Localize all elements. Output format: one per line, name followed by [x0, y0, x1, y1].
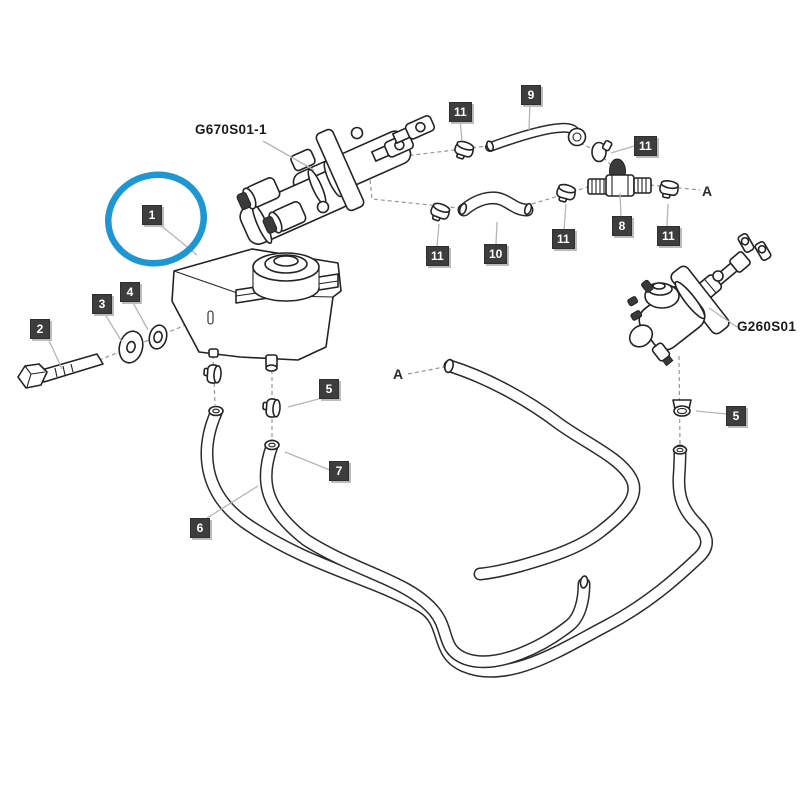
clamp-11-d	[554, 182, 578, 205]
assembly-code-g260[interactable]: G260S01	[737, 319, 797, 334]
hose-10	[457, 191, 534, 217]
clutch-cylinder-g260	[627, 233, 772, 367]
callout-8[interactable]: 8	[612, 216, 632, 236]
grommet-5-right	[672, 399, 692, 417]
hose-9	[485, 122, 587, 152]
callout-5-left[interactable]: 5	[319, 379, 339, 399]
callout-11-e[interactable]: 11	[657, 226, 680, 246]
reservoir-cap	[235, 252, 339, 304]
callout-7[interactable]: 7	[329, 461, 349, 481]
callout-9[interactable]: 9	[521, 85, 541, 105]
callout-3[interactable]: 3	[92, 294, 112, 314]
ref-letter-a-left: A	[393, 366, 404, 382]
callout-11-a[interactable]: 11	[449, 102, 472, 122]
clamp-hose6	[202, 363, 223, 385]
callout-5-right[interactable]: 5	[726, 406, 746, 426]
callout-11-d[interactable]: 11	[552, 229, 575, 249]
tee-fitting	[587, 158, 652, 197]
clamp-11-a	[451, 138, 476, 163]
highlight-circle	[105, 171, 207, 267]
master-cylinder-g670	[236, 115, 436, 245]
clamp-5-left	[261, 397, 282, 419]
callout-1[interactable]: 1	[142, 205, 162, 225]
clamp-11-b	[591, 139, 613, 163]
hose-6	[200, 405, 713, 678]
callout-2[interactable]: 2	[30, 319, 50, 339]
hose-a	[443, 358, 641, 581]
washer-large	[118, 330, 144, 364]
callout-10[interactable]: 10	[484, 244, 508, 264]
assembly-code-g670[interactable]: G670S01-1	[195, 122, 267, 137]
callout-11-c[interactable]: 11	[426, 246, 449, 266]
washer-small	[148, 324, 168, 350]
callout-4[interactable]: 4	[120, 282, 140, 302]
mounting-bolt	[17, 353, 104, 389]
ref-letter-a-right: A	[702, 183, 713, 199]
hose-7	[259, 439, 591, 669]
clamp-11-e	[657, 178, 681, 201]
callout-11-b[interactable]: 11	[634, 136, 657, 156]
callout-6[interactable]: 6	[190, 518, 210, 538]
